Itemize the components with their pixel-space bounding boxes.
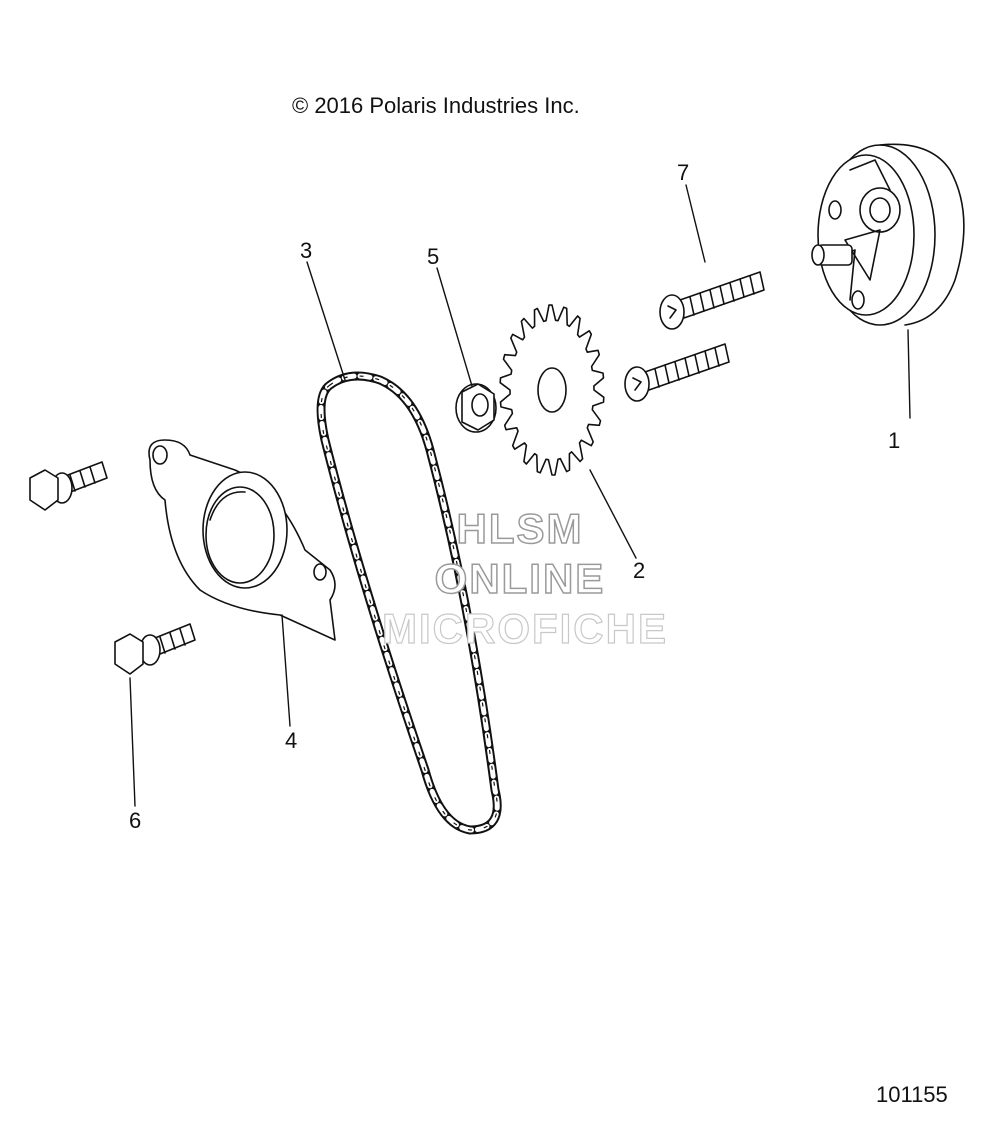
gasket-plate-icon xyxy=(148,439,336,641)
flange-nut-icon xyxy=(455,383,497,433)
callout-2: 2 xyxy=(633,558,646,583)
watermark-line-1: HLSM xyxy=(456,504,584,553)
watermark-line-3: MICROFICHE xyxy=(381,604,668,652)
watermark-line-2: ONLINE xyxy=(434,554,606,603)
torx-screw-icon xyxy=(624,271,765,402)
callout-7: 7 xyxy=(677,160,690,185)
callout-5: 5 xyxy=(427,244,440,269)
callout-1: 1 xyxy=(888,428,901,453)
leader-lines xyxy=(129,184,911,807)
callout-3: 3 xyxy=(300,238,313,263)
oil-pump-icon xyxy=(811,143,965,326)
sprocket-icon xyxy=(499,304,605,476)
callout-4: 4 xyxy=(285,728,298,753)
chain-icon xyxy=(316,371,502,835)
callout-6: 6 xyxy=(129,808,142,833)
flange-bolt-icon xyxy=(29,461,196,675)
copyright-text: © 2016 Polaris Industries Inc. xyxy=(292,93,580,118)
drawing-number: 101155 xyxy=(876,1082,948,1107)
